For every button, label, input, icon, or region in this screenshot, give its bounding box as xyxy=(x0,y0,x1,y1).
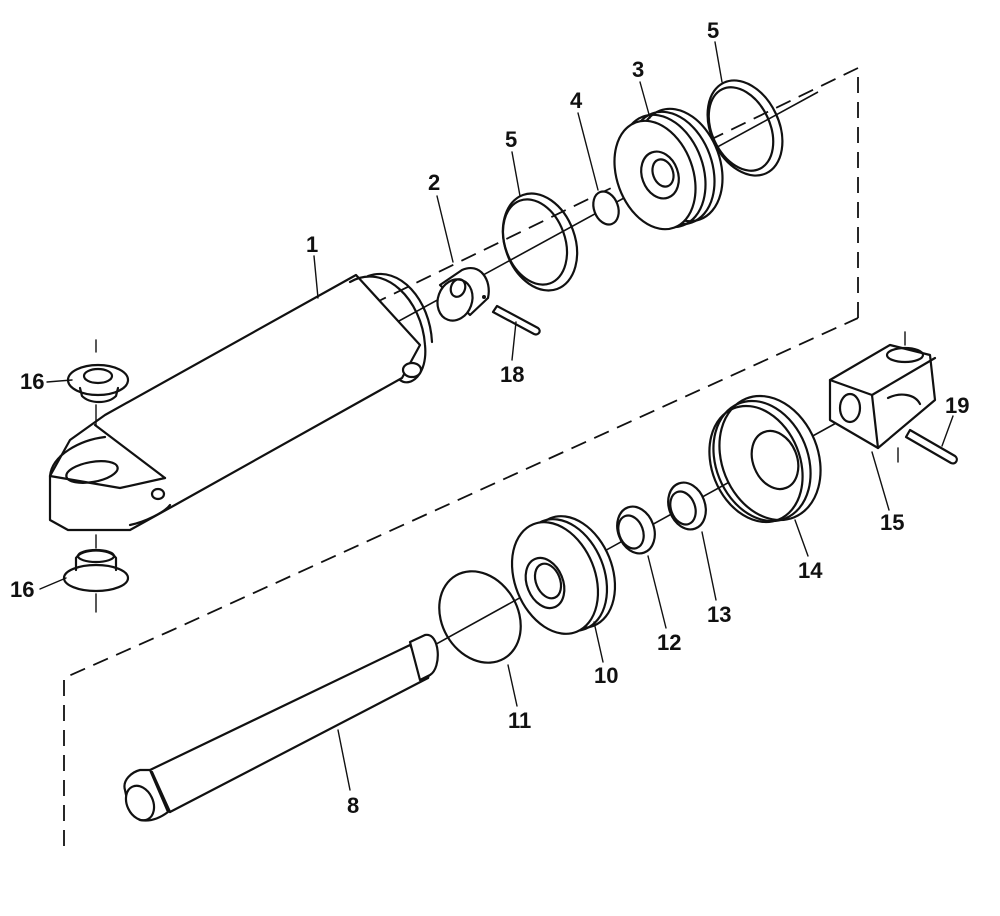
part-12-ring xyxy=(616,505,656,555)
callout-4: 4 xyxy=(570,88,583,113)
assembly-dashed-path xyxy=(59,66,859,846)
callout-16-lower: 16 xyxy=(10,577,34,602)
callout-8: 8 xyxy=(347,793,359,818)
part-8-piston-rod xyxy=(123,633,439,822)
part-13-seal-ring xyxy=(667,481,707,531)
part-1-cylinder-barrel xyxy=(48,273,434,532)
callout-14: 14 xyxy=(798,558,823,583)
part-19-pin xyxy=(904,428,958,465)
part-15-clevis xyxy=(828,331,937,463)
callout-5-right: 5 xyxy=(707,18,719,43)
callout-11: 11 xyxy=(508,708,531,733)
callout-13: 13 xyxy=(707,602,731,627)
callout-19: 19 xyxy=(945,393,969,418)
part-2-nut xyxy=(436,267,490,322)
part-10-gland xyxy=(510,515,617,635)
callout-12: 12 xyxy=(657,630,681,655)
callout-3: 3 xyxy=(632,57,644,82)
callout-15: 15 xyxy=(880,510,904,535)
callout-labels: 1 2 3 4 5 5 8 10 11 12 13 14 15 16 16 18… xyxy=(10,18,969,818)
part-16-lower-bushing xyxy=(62,534,130,613)
leader-lines xyxy=(39,41,954,791)
callout-2: 2 xyxy=(428,170,440,195)
part-3-piston xyxy=(613,107,724,231)
callout-18: 18 xyxy=(500,362,524,387)
callout-16-upper: 16 xyxy=(20,369,44,394)
part-4-seal xyxy=(592,190,620,226)
part-16-upper-bushing xyxy=(66,339,130,426)
part-11-o-ring xyxy=(438,570,522,664)
part-5-left-ring xyxy=(501,192,579,292)
callout-10: 10 xyxy=(594,663,618,688)
part-14-end-cap xyxy=(708,394,822,524)
callout-5-left: 5 xyxy=(505,127,517,152)
part-5-right-ring xyxy=(706,79,784,177)
callout-1: 1 xyxy=(306,232,318,257)
part-18-pin xyxy=(491,304,541,336)
